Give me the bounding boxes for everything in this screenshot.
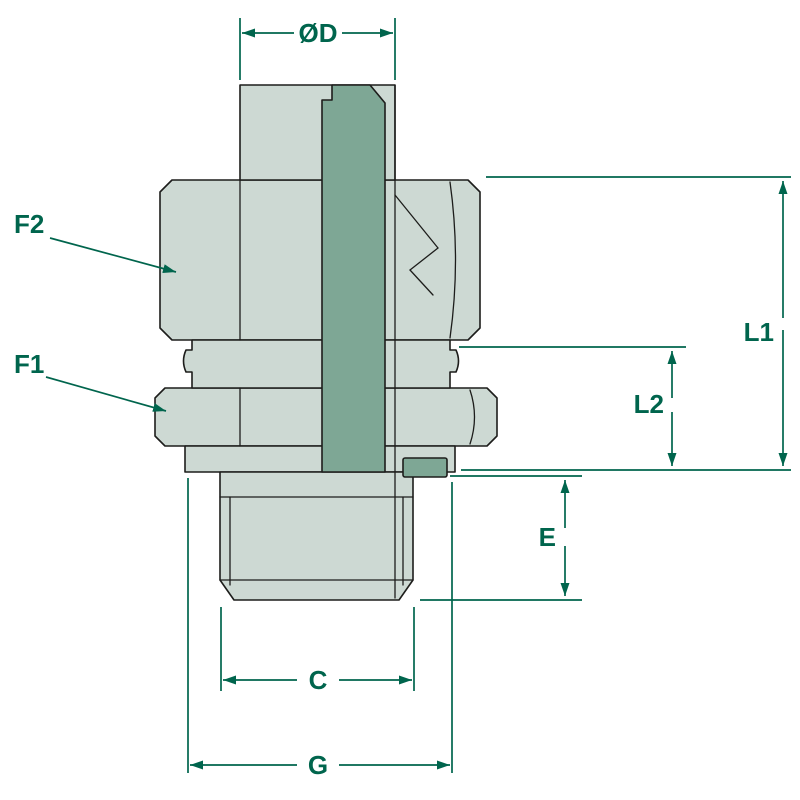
cone-edge-3 xyxy=(409,269,434,296)
g-label: G xyxy=(308,750,328,780)
callout-f1: F1 xyxy=(14,349,167,412)
dimension-l2: L2 xyxy=(459,346,686,466)
dimension-od: ØD xyxy=(239,18,396,80)
f2-label: F2 xyxy=(14,209,44,239)
f1-label: F1 xyxy=(14,349,44,379)
section-cut xyxy=(321,84,386,473)
dimension-l1: L1 xyxy=(461,176,791,471)
c-label: C xyxy=(309,665,328,695)
part-detail-edges xyxy=(219,84,476,599)
groove-neck xyxy=(182,339,460,389)
cone-edge-2 xyxy=(409,247,439,271)
l1-label: L1 xyxy=(744,317,774,347)
upper-hex-nut xyxy=(159,179,481,341)
lower-hex-facet-right xyxy=(469,389,476,445)
f1-leader xyxy=(45,376,167,412)
dimension-c: C xyxy=(220,607,415,695)
seal-block xyxy=(402,457,448,478)
od-label: ØD xyxy=(299,18,338,48)
callout-f2: F2 xyxy=(14,209,177,273)
l2-label: L2 xyxy=(634,389,664,419)
fitting-body xyxy=(154,84,498,601)
f2-leader xyxy=(49,237,177,273)
cone-edge-1 xyxy=(394,194,439,249)
upper-hex-facet-right xyxy=(449,181,457,339)
dimension-e: E xyxy=(420,475,582,601)
threaded-stud xyxy=(219,471,414,601)
e-label: E xyxy=(539,522,556,552)
dimension-g: G xyxy=(187,478,453,780)
